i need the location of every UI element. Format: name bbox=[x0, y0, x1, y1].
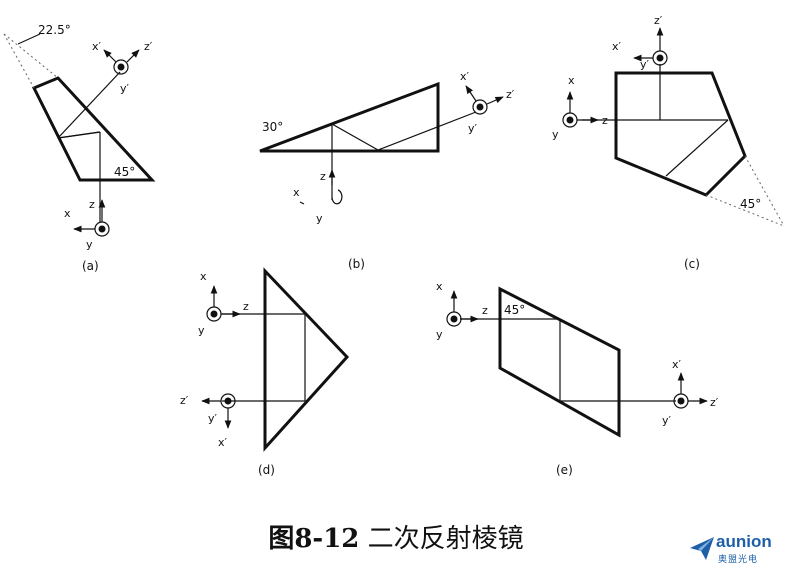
figure-e: 45° x z y x′ z′ y′ (e) bbox=[436, 280, 719, 477]
angle-label-e: 45° bbox=[504, 303, 525, 317]
axis-label-z-d: z bbox=[243, 300, 249, 313]
axis-label-zp-b: z′ bbox=[506, 88, 515, 101]
axis-label-x-d: x bbox=[200, 270, 207, 283]
brand-logo: aunion 奥盟光电 bbox=[688, 530, 788, 566]
axis-label-y-b: y bbox=[316, 212, 323, 225]
axis-dot-b-right bbox=[476, 103, 484, 111]
angle-label-a-top: 22.5° bbox=[38, 23, 71, 37]
axis-label-zp-a: z′ bbox=[144, 40, 153, 53]
axis-label-z-c: z bbox=[602, 114, 608, 127]
axis-dot-d-top bbox=[210, 310, 218, 318]
figure-label-a: (a) bbox=[82, 259, 99, 273]
figure-number: 图8-12 bbox=[268, 524, 360, 554]
axis-label-z-a: z bbox=[89, 198, 95, 211]
axis-label-x-b: x bbox=[293, 186, 300, 199]
figure-b: 30° x′ z′ y′ z x y (b) bbox=[259, 70, 515, 271]
angle-label-c: 45° bbox=[740, 197, 761, 211]
axis-label-xp-e: x′ bbox=[672, 358, 682, 371]
figure-label-c: (c) bbox=[684, 257, 700, 271]
figure-title: 二次反射棱镜 bbox=[367, 524, 524, 554]
axis-label-x-c: x bbox=[568, 74, 575, 87]
figure-c: 45° z′ x′ y′ x z y (c) bbox=[552, 14, 785, 271]
dotted-extension-a bbox=[3, 33, 35, 89]
axis-label-y-e: y bbox=[436, 328, 443, 341]
axis-origin-b-bottom bbox=[331, 189, 343, 205]
axis-label-zp-d: z′ bbox=[180, 394, 189, 407]
logo-name: aunion bbox=[716, 532, 772, 551]
axis-label-yp-b: y′ bbox=[468, 122, 478, 135]
prism-b bbox=[259, 81, 440, 153]
axis-x-b bbox=[299, 201, 305, 205]
axis-zp-a bbox=[126, 49, 140, 63]
axis-label-y-a: y bbox=[86, 238, 93, 251]
axis-xp-b bbox=[465, 85, 477, 102]
axis-label-x-e: x bbox=[436, 280, 443, 293]
prism-e bbox=[498, 286, 621, 438]
axis-origin-b-right bbox=[472, 99, 488, 115]
dotted-extension-c1 bbox=[744, 155, 785, 227]
axis-label-xp-d: x′ bbox=[218, 436, 228, 449]
axis-label-xp-b: x′ bbox=[460, 70, 470, 83]
axis-dot-c-left bbox=[566, 116, 574, 124]
ray-a-2 bbox=[57, 71, 121, 139]
prism-c bbox=[614, 71, 747, 197]
axis-origin-a-top bbox=[113, 59, 129, 75]
angle-leader-a bbox=[17, 33, 41, 45]
axis-dot-a-top bbox=[117, 63, 125, 71]
axis-label-x-a: x bbox=[64, 207, 71, 220]
axis-label-z-b: z bbox=[320, 170, 326, 183]
axis-label-zp-e: z′ bbox=[710, 396, 719, 409]
axis-label-y-c: y bbox=[552, 128, 559, 141]
axis-zp-b bbox=[486, 96, 504, 105]
figure-label-e: (e) bbox=[556, 463, 573, 477]
figure-caption: 图8-12 二次反射棱镜 bbox=[0, 518, 792, 555]
axis-dot-e-left bbox=[450, 315, 458, 323]
axis-label-yp-a: y′ bbox=[120, 82, 130, 95]
axis-label-y-d: y bbox=[198, 324, 205, 337]
figure-label-d: (d) bbox=[258, 463, 275, 477]
axis-dot-e-right bbox=[677, 397, 685, 405]
figure-label-b: (b) bbox=[348, 257, 365, 271]
axis-label-yp-e: y′ bbox=[662, 414, 672, 427]
axis-dot-c-top bbox=[656, 54, 664, 62]
ray-b-2 bbox=[331, 123, 379, 151]
axis-dot-a-bottom bbox=[98, 225, 106, 233]
axis-xp-a bbox=[103, 49, 117, 63]
axis-label-yp-d: y′ bbox=[208, 412, 218, 425]
prism-d bbox=[263, 267, 350, 452]
axis-label-z-e: z bbox=[482, 304, 488, 317]
paper-plane-icon bbox=[690, 537, 714, 560]
prism-a bbox=[31, 76, 156, 182]
figure-a: 45° 22.5° z x y x′ z′ y′ (a) bbox=[3, 23, 156, 273]
dotted-extension-c2 bbox=[705, 194, 785, 227]
axis-label-yp-c: y′ bbox=[640, 58, 650, 71]
axis-label-xp-c: x′ bbox=[612, 40, 622, 53]
angle-label-a-bottom: 45° bbox=[114, 165, 135, 179]
angle-label-b: 30° bbox=[262, 120, 283, 134]
logo-subtitle: 奥盟光电 bbox=[718, 555, 759, 565]
figure-d: x z y z′ y′ x′ (d) bbox=[180, 267, 350, 477]
axis-label-zp-c: z′ bbox=[654, 14, 663, 27]
ray-b-3 bbox=[377, 111, 477, 151]
ray-c-diag bbox=[665, 119, 729, 177]
ray-a-3 bbox=[57, 131, 101, 139]
dotted-extension-a2 bbox=[3, 33, 59, 79]
axis-label-xp-a: x′ bbox=[92, 40, 102, 53]
axis-dot-d-bottom bbox=[224, 397, 232, 405]
